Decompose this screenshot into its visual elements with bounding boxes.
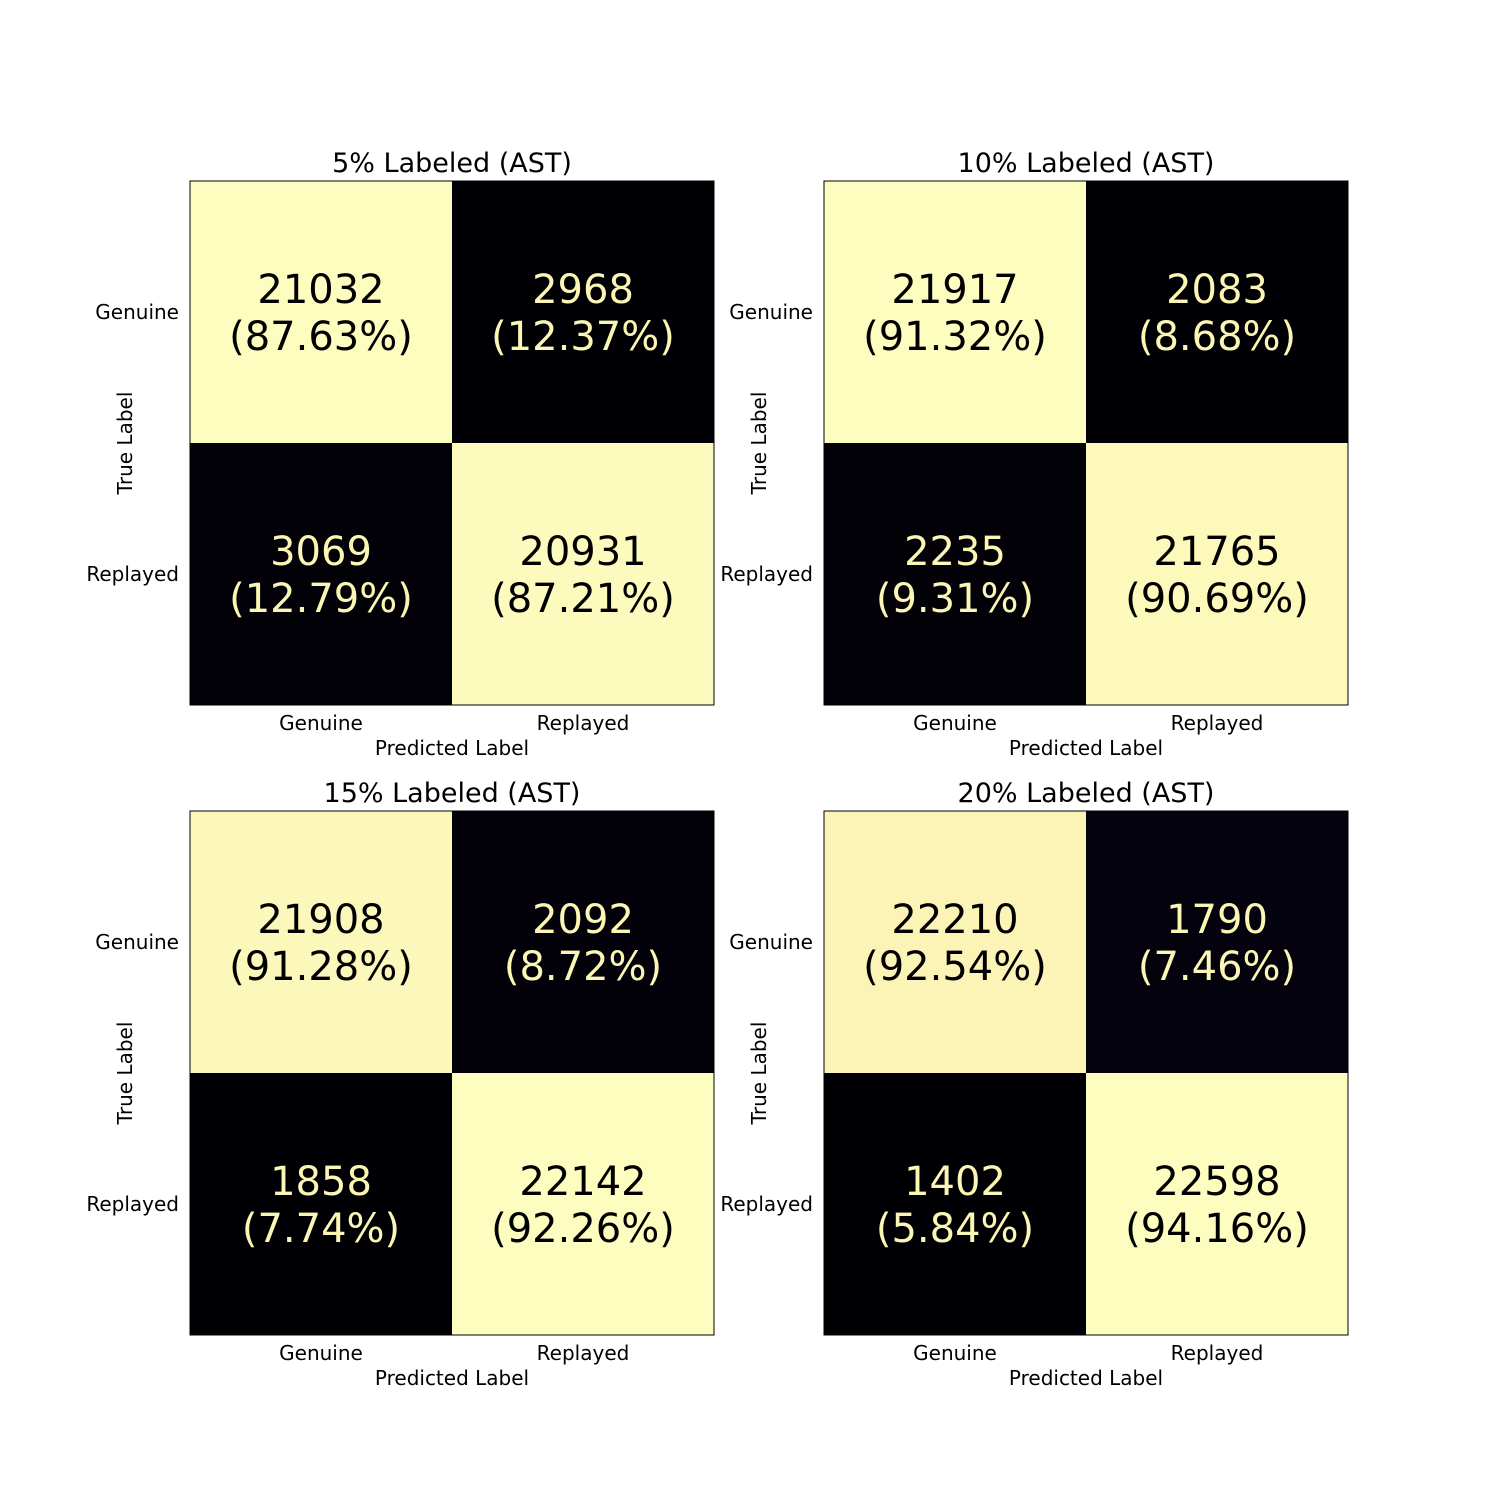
cell-count-label: 20931 (519, 529, 646, 575)
heatmap-cell (190, 811, 452, 1073)
y-tick-label: Genuine (95, 930, 179, 954)
cell-percent-label: (92.54%) (863, 944, 1047, 990)
chart-title: 15% Labeled (AST) (324, 778, 581, 809)
cell-percent-label: (12.79%) (229, 576, 413, 622)
plot-frame (189, 180, 715, 706)
confusion-matrix-panel: 21032(87.63%) 2968(12.37%) 3069(12.79%) 209… (86, 148, 715, 760)
x-axis-label: Predicted Label (375, 736, 529, 760)
heatmap-cell (452, 811, 714, 1073)
plot-frame (823, 810, 1349, 1336)
cell-percent-label: (87.21%) (491, 576, 675, 622)
heatmap-cell (1086, 443, 1348, 705)
x-tick-label: Genuine (279, 711, 363, 735)
cell-count-label: 2235 (904, 529, 1006, 575)
cell-count-label: 21908 (257, 897, 384, 943)
cell-count-label: 1402 (904, 1159, 1006, 1205)
cell-count-label: 1790 (1166, 897, 1268, 943)
cell-percent-label: (9.31%) (876, 576, 1034, 622)
heatmap-cell (452, 181, 714, 443)
heatmap-cell (190, 1073, 452, 1335)
heatmap-cell (824, 443, 1086, 705)
cell-percent-label: (87.63%) (229, 314, 413, 360)
cell-count-label: 1858 (270, 1159, 372, 1205)
heatmap-cell (452, 1073, 714, 1335)
x-tick-label: Replayed (537, 711, 630, 735)
y-tick-label: Genuine (729, 930, 813, 954)
y-axis-label: True Label (113, 1022, 137, 1126)
cell-count-label: 22598 (1153, 1159, 1280, 1205)
x-axis-label: Predicted Label (1009, 736, 1163, 760)
cell-count-label: 2092 (532, 897, 634, 943)
x-axis-label: Predicted Label (375, 1366, 529, 1390)
cell-percent-label: (5.84%) (876, 1206, 1034, 1252)
cell-percent-label: (92.26%) (491, 1206, 675, 1252)
cell-percent-label: (94.16%) (1125, 1206, 1309, 1252)
heatmap-cell (824, 181, 1086, 443)
chart-title: 10% Labeled (AST) (958, 148, 1215, 179)
chart-title: 20% Labeled (AST) (958, 778, 1215, 809)
cell-count-label: 21917 (891, 267, 1018, 313)
cell-percent-label: (8.72%) (504, 944, 662, 990)
x-tick-label: Replayed (537, 1341, 630, 1365)
y-tick-label: Replayed (720, 1192, 813, 1216)
cell-count-label: 22142 (519, 1159, 646, 1205)
x-tick-label: Genuine (279, 1341, 363, 1365)
heatmap-cell (1086, 811, 1348, 1073)
y-tick-label: Genuine (729, 300, 813, 324)
y-tick-label: Replayed (86, 562, 179, 586)
heatmap-cell (824, 811, 1086, 1073)
cell-count-label: 3069 (270, 529, 372, 575)
heatmap-cell (190, 443, 452, 705)
confusion-matrix-panel: 22210(92.54%) 1790(7.46%) 1402(5.84%) 22598… (720, 778, 1349, 1390)
confusion-matrix-panel: 21917(91.32%) 2083(8.68%) 2235(9.31%) 21765… (720, 148, 1349, 760)
confusion-matrix-panel: 21908(91.28%) 2092(8.72%) 1858(7.74%) 22142… (86, 778, 715, 1390)
cell-percent-label: (12.37%) (491, 314, 675, 360)
x-axis-label: Predicted Label (1009, 1366, 1163, 1390)
cell-count-label: 2968 (532, 267, 634, 313)
y-axis-label: True Label (113, 392, 137, 496)
cell-percent-label: (7.46%) (1138, 944, 1296, 990)
cell-percent-label: (91.32%) (863, 314, 1047, 360)
cell-percent-label: (91.28%) (229, 944, 413, 990)
chart-title: 5% Labeled (AST) (332, 148, 572, 179)
y-tick-label: Genuine (95, 300, 179, 324)
x-tick-label: Replayed (1171, 1341, 1264, 1365)
x-tick-label: Genuine (913, 1341, 997, 1365)
cell-count-label: 21765 (1153, 529, 1280, 575)
cell-percent-label: (8.68%) (1138, 314, 1296, 360)
heatmap-cell (452, 443, 714, 705)
y-axis-label: True Label (747, 392, 771, 496)
cell-percent-label: (7.74%) (242, 1206, 400, 1252)
plot-frame (823, 180, 1349, 706)
heatmap-cell (1086, 181, 1348, 443)
cell-count-label: 22210 (891, 897, 1018, 943)
x-tick-label: Replayed (1171, 711, 1264, 735)
cell-count-label: 2083 (1166, 267, 1268, 313)
heatmap-cell (190, 181, 452, 443)
y-tick-label: Replayed (720, 562, 813, 586)
x-tick-label: Genuine (913, 711, 997, 735)
y-tick-label: Replayed (86, 1192, 179, 1216)
y-axis-label: True Label (747, 1022, 771, 1126)
cell-percent-label: (90.69%) (1125, 576, 1309, 622)
heatmap-cell (1086, 1073, 1348, 1335)
plot-frame (189, 810, 715, 1336)
heatmap-cell (824, 1073, 1086, 1335)
cell-count-label: 21032 (257, 267, 384, 313)
